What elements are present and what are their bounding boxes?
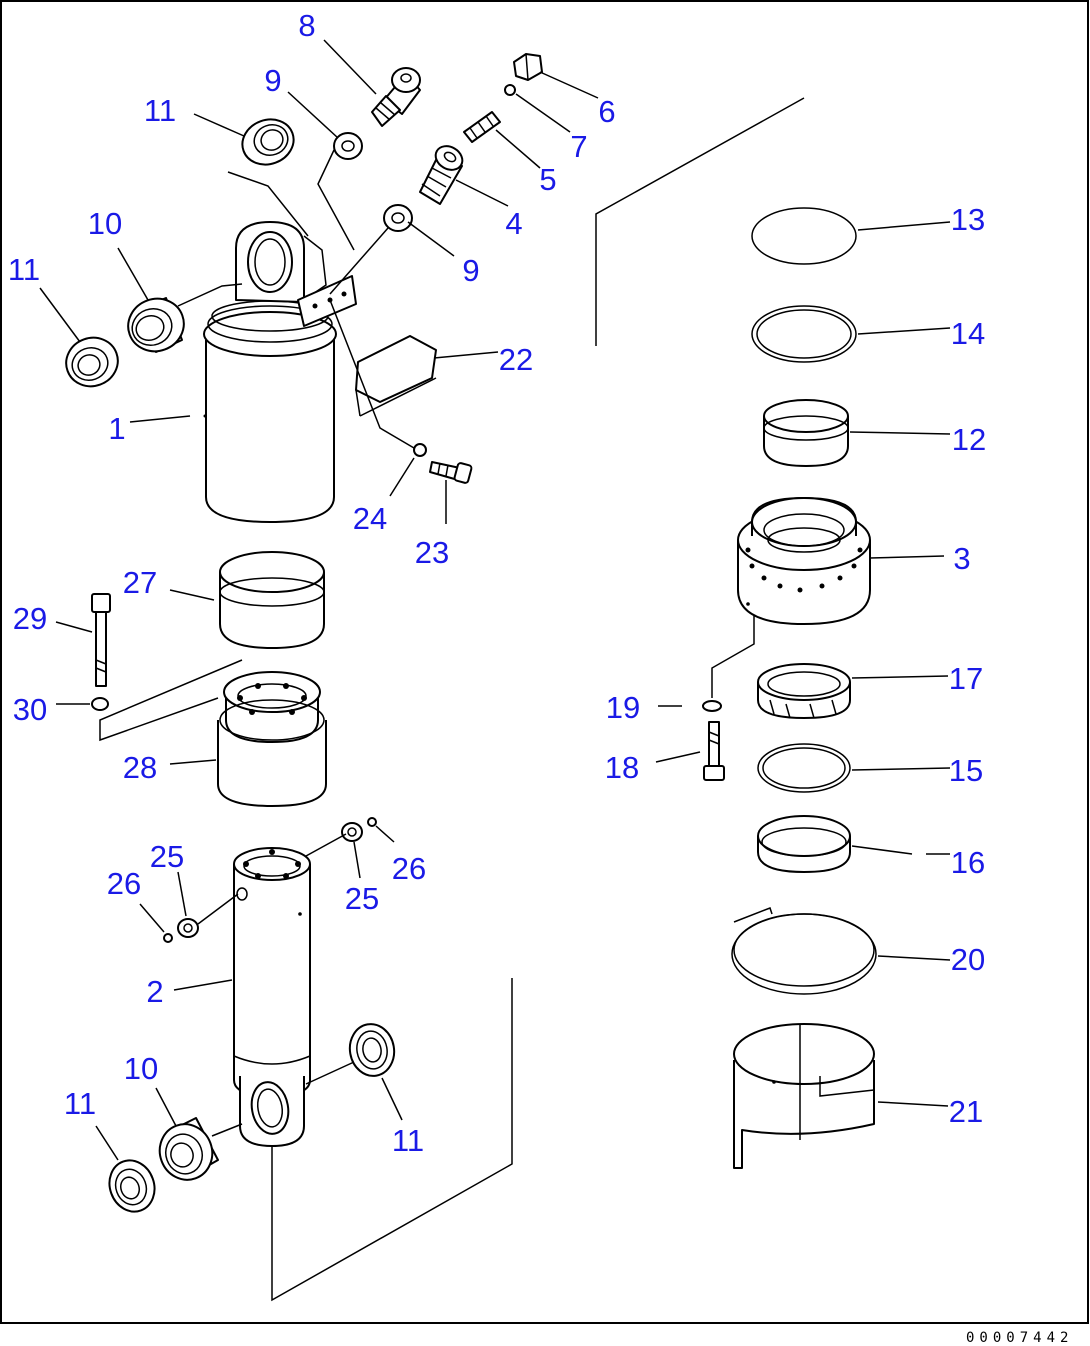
- callout-14: 14: [951, 316, 985, 351]
- connector-2-25: [305, 833, 347, 857]
- connector-2-25b: [197, 893, 239, 925]
- part-9-washer-a: [333, 132, 363, 160]
- part-3-housing: [737, 497, 871, 625]
- callout-28: 28: [123, 750, 157, 785]
- part-18-bolt: [703, 721, 725, 781]
- connector-2-11: [305, 1061, 355, 1085]
- callout-19: 19: [606, 690, 640, 725]
- part-5-screw: [463, 111, 501, 143]
- callout-16: 16: [951, 845, 985, 880]
- part-7-ball: [504, 84, 516, 96]
- part-10-bushing-top: [127, 297, 185, 353]
- part-16-ring: [757, 815, 851, 873]
- callout-9: 9: [462, 253, 479, 288]
- callout-17: 17: [949, 661, 983, 696]
- part-26-ball-b: [163, 933, 173, 943]
- drawing-code: 00007442: [966, 1330, 1073, 1346]
- part-10-bushing-lower: [158, 1117, 219, 1181]
- callout-6: 6: [598, 94, 615, 129]
- callout-18: 18: [605, 750, 639, 785]
- callout-5: 5: [539, 162, 556, 197]
- part-17-ring: [757, 663, 851, 719]
- part-13-oring: [751, 207, 857, 265]
- part-1-upper-housing: [203, 221, 357, 523]
- callout-1: 1: [108, 411, 125, 446]
- part-27-ring: [219, 551, 325, 649]
- callout-15: 15: [949, 753, 983, 788]
- part-21-cover: [733, 1023, 875, 1169]
- callout-2: 2: [146, 974, 163, 1009]
- part-14-ring: [751, 305, 857, 363]
- callout-25: 25: [150, 839, 184, 874]
- part-28-collar: [217, 671, 327, 807]
- part-11-seal-left: [65, 336, 119, 388]
- callout-26: 26: [107, 866, 141, 901]
- callout-10: 10: [88, 206, 122, 241]
- callout-29: 29: [13, 601, 47, 636]
- connector-28-30: [99, 659, 243, 742]
- callout-11: 11: [8, 252, 40, 287]
- callout-30: 30: [13, 692, 47, 727]
- callout-22: 22: [499, 342, 533, 377]
- part-8-fitting: [371, 67, 421, 127]
- leader-lines: [39, 39, 951, 1161]
- part-26-ball-a: [367, 817, 377, 827]
- part-19-washer: [702, 700, 722, 712]
- part-4-valve: [419, 145, 464, 205]
- part-11-seal-lower-right: [348, 1023, 396, 1077]
- callout-4: 4: [505, 206, 522, 241]
- callout-8: 8: [298, 8, 315, 43]
- part-12-bushing: [763, 399, 849, 467]
- assembly-connectors-upper: [177, 149, 415, 449]
- callout-12: 12: [952, 422, 986, 457]
- part-11-seal-lower-left: [108, 1159, 156, 1213]
- assembly-line-right-top: [595, 97, 805, 346]
- callout-25: 25: [345, 881, 379, 916]
- callout-11: 11: [64, 1086, 96, 1121]
- part-9-washer-b: [383, 204, 413, 232]
- callout-3: 3: [953, 541, 970, 576]
- callout-9: 9: [264, 63, 281, 98]
- part-20-band: [731, 907, 877, 995]
- callout-11: 11: [392, 1123, 424, 1158]
- part-24-washer: [413, 443, 427, 457]
- part-30-washer: [91, 697, 109, 711]
- callout-21: 21: [949, 1094, 983, 1129]
- callout-13: 13: [951, 202, 985, 237]
- callout-10: 10: [124, 1051, 158, 1086]
- callout-27: 27: [123, 565, 157, 600]
- part-23-bolt: [429, 461, 473, 484]
- callout-7: 7: [570, 129, 587, 164]
- part-2-lower-cylinder: [233, 847, 311, 1147]
- callout-20: 20: [951, 942, 985, 977]
- part-15-ring: [757, 743, 851, 793]
- callout-11: 11: [144, 93, 176, 128]
- callout-26: 26: [392, 851, 426, 886]
- part-11-seal-top: [241, 118, 295, 166]
- connector-10-2: [211, 1123, 243, 1137]
- part-25-nut-b: [177, 918, 199, 938]
- part-25-nut-a: [341, 822, 363, 842]
- assembly-line-bottom: [271, 978, 513, 1302]
- callout-24: 24: [353, 501, 387, 536]
- part-22-cover: [355, 335, 437, 417]
- callout-23: 23: [415, 535, 449, 570]
- part-6-cap: [513, 53, 543, 81]
- connector-3-19: [711, 616, 755, 698]
- part-29-bolt: [91, 593, 111, 687]
